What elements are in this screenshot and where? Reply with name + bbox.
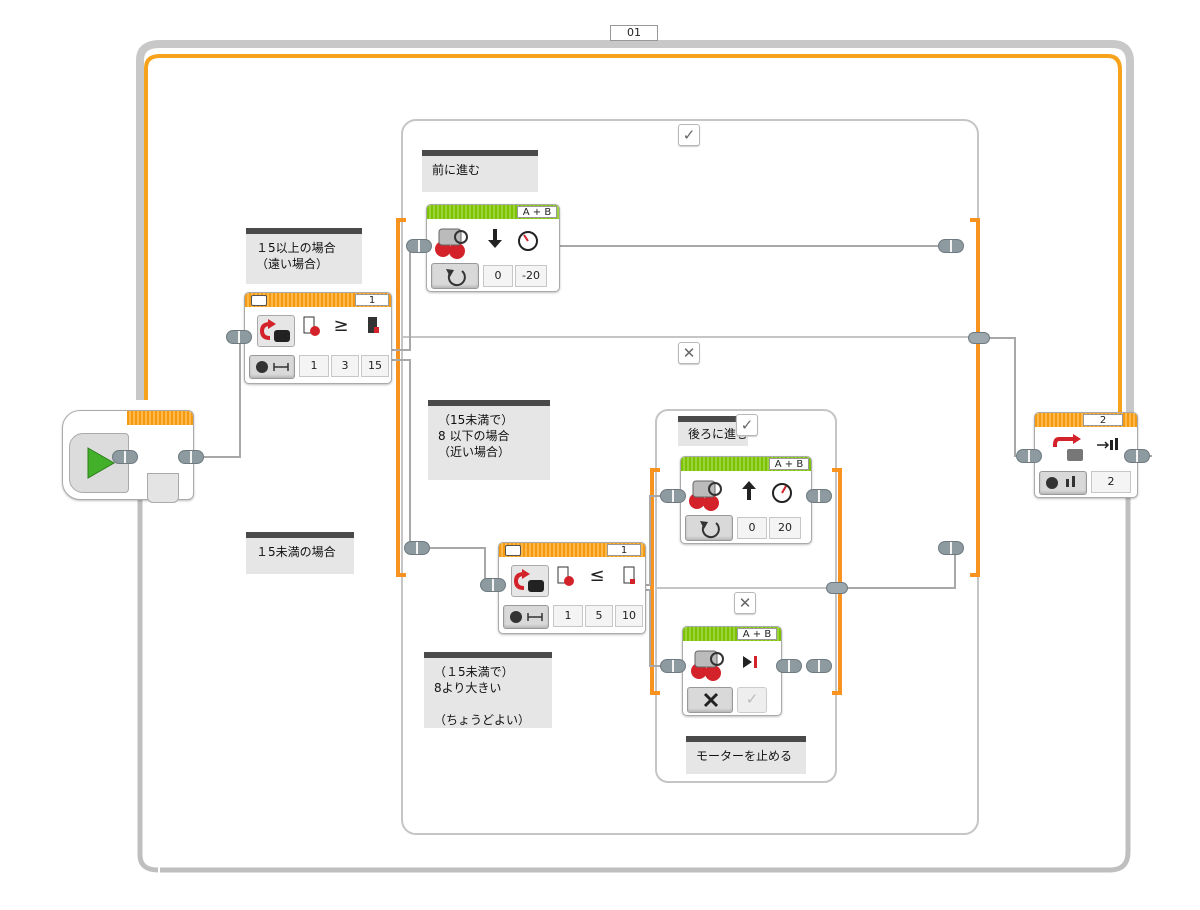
move-forward-ports[interactable]: A + B — [517, 206, 557, 218]
steering-icon — [485, 227, 505, 256]
timer-icon — [769, 481, 795, 508]
start-output-plug[interactable] — [112, 450, 138, 464]
sensor-port-icon — [505, 545, 521, 556]
brake-toggle[interactable]: ✓ — [737, 687, 767, 713]
motor-icon — [689, 480, 722, 511]
sensor-port-icon — [251, 295, 267, 306]
switch1-compare-value[interactable]: 3 — [331, 355, 359, 377]
loop-entry-plug[interactable] — [178, 450, 204, 464]
switch1-header — [245, 293, 391, 307]
move-stop-in-plug[interactable] — [660, 659, 686, 673]
steering-icon — [739, 479, 759, 508]
move-backward-steering[interactable]: 0 — [737, 517, 767, 539]
move-forward-steering[interactable]: 0 — [483, 265, 513, 287]
comment-forward[interactable]: 前に進む — [422, 150, 538, 192]
move-backward-mode-button[interactable] — [685, 515, 733, 541]
cross-icon — [703, 692, 719, 708]
loop-interrupt-value[interactable]: 2 — [1091, 471, 1131, 493]
loop-interrupt-icon — [1051, 433, 1087, 465]
comment-near[interactable]: （15未満で） 8 以下の場合 （近い場合） — [428, 400, 550, 480]
compare-type-icon — [301, 315, 321, 342]
move-backward-in-plug[interactable] — [660, 489, 686, 503]
loop-interrupt-block[interactable]: 2 2 — [1034, 412, 1138, 498]
switch1-port-label[interactable]: 1 — [355, 294, 389, 306]
switch2-mode-button[interactable] — [503, 605, 549, 629]
switch1-compare-symbol: ≥ — [333, 315, 349, 336]
move-forward-out-plug[interactable] — [938, 239, 964, 253]
loop-name-label[interactable]: 01 — [610, 25, 658, 41]
loop-interrupt-label[interactable]: 2 — [1083, 414, 1123, 426]
move-forward-mode-button[interactable] — [431, 263, 479, 289]
play-icon — [87, 447, 116, 479]
move-stop-block[interactable]: A + B ✓ — [682, 626, 782, 716]
move-backward-out-plug[interactable] — [806, 489, 832, 503]
switch2-mode-value[interactable]: 1 — [553, 605, 583, 627]
brake-icon — [739, 653, 763, 676]
switch2-false-out-plug[interactable] — [806, 659, 832, 673]
switch1-mode-value[interactable]: 1 — [299, 355, 329, 377]
ultrasonic-icon — [513, 569, 544, 592]
loop-interrupt-in-plug[interactable] — [1016, 449, 1042, 463]
switch2-mode-icon[interactable] — [511, 565, 549, 597]
switch2-block[interactable]: 1 ≤ 1 5 10 — [498, 542, 646, 634]
switch1-block[interactable]: 1 ≥ 1 3 15 — [244, 292, 392, 384]
switch2-input-plug[interactable] — [480, 578, 506, 592]
compare-type-icon — [555, 565, 575, 592]
comment-backward[interactable]: 後ろに進む — [678, 416, 748, 446]
move-stop-mode-button[interactable] — [687, 687, 733, 713]
switch2-compare-value[interactable]: 5 — [585, 605, 613, 627]
ultrasonic-icon — [259, 319, 290, 342]
move-stop-ports[interactable]: A + B — [737, 628, 777, 640]
move-forward-power[interactable]: -20 — [515, 265, 547, 287]
start-header — [127, 411, 193, 425]
check-icon: ✓ — [745, 690, 759, 708]
loop-interrupt-out-plug[interactable] — [1124, 449, 1150, 463]
move-backward-power[interactable]: 20 — [769, 517, 801, 539]
threshold-icon — [363, 315, 383, 342]
switch1-case-true-tab[interactable]: ✓ — [678, 124, 700, 146]
move-stop-out-plug[interactable] — [776, 659, 802, 673]
move-forward-in-plug[interactable] — [406, 239, 432, 253]
move-backward-ports[interactable]: A + B — [769, 458, 809, 470]
loop-start-port — [147, 473, 179, 503]
comment-far[interactable]: １5以上の場合 （遠い場合） — [246, 228, 362, 284]
move-forward-block[interactable]: A + B 0 -20 — [426, 204, 560, 292]
switch1-exit-plug[interactable] — [968, 332, 990, 344]
switch1-mode-button[interactable] — [249, 355, 295, 379]
threshold-icon — [619, 565, 639, 592]
timer-icon — [515, 229, 541, 256]
switch1-threshold-value[interactable]: 15 — [361, 355, 389, 377]
comment-under15[interactable]: １5未満の場合 — [246, 532, 354, 574]
switch2-exit-plug[interactable] — [826, 582, 848, 594]
move-backward-block[interactable]: A + B 0 20 — [680, 456, 812, 544]
switch1-false-plug[interactable] — [404, 541, 430, 555]
motor-icon — [435, 228, 468, 259]
switch2-threshold-value[interactable]: 10 — [615, 605, 643, 627]
comment-ok[interactable]: （１5未満で） 8より大きい （ちょうどよい） — [424, 652, 552, 728]
switch2-compare-symbol: ≤ — [589, 565, 605, 586]
comment-stop[interactable]: モーターを止める — [686, 736, 806, 774]
switch2-port-label[interactable]: 1 — [607, 544, 641, 556]
loop-interrupt-mode-button[interactable] — [1039, 471, 1087, 495]
switch1-case-false-tab[interactable]: ✕ — [678, 342, 700, 364]
switch2-case-true-tab[interactable]: ✓ — [736, 414, 758, 436]
loop-name-icon — [1095, 437, 1121, 456]
switch1-input-plug[interactable] — [226, 330, 252, 344]
switch1-false-out-plug[interactable] — [938, 541, 964, 555]
motor-icon — [691, 650, 724, 681]
switch2-case-false-tab[interactable]: ✕ — [734, 592, 756, 614]
switch1-mode-icon[interactable] — [257, 315, 295, 347]
